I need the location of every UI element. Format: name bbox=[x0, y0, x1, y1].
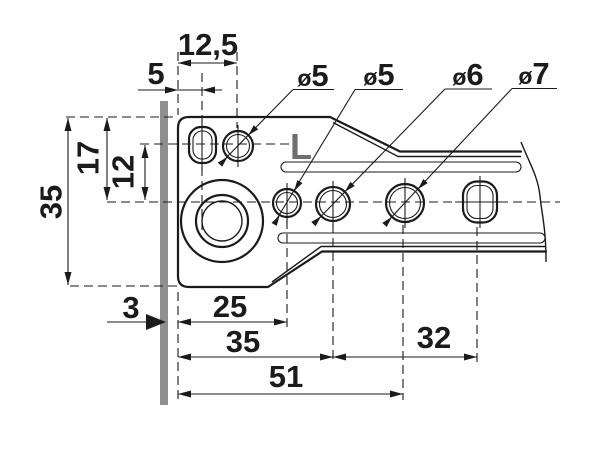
fold-line-bottom bbox=[271, 245, 546, 283]
lower-rail-slot bbox=[277, 232, 546, 244]
dim-51-label: 51 bbox=[269, 359, 303, 394]
mounting-hole-inner bbox=[201, 200, 243, 242]
dim-25-label: 25 bbox=[213, 289, 247, 324]
dim-3-label: 3 bbox=[122, 290, 139, 325]
part-marking-label: L bbox=[290, 126, 312, 167]
cabinet-panel-bar bbox=[160, 101, 168, 405]
dim-51: 51 bbox=[178, 359, 403, 398]
dim-3: 3 bbox=[107, 290, 166, 330]
leader-d5-top: ø5 bbox=[217, 58, 334, 167]
fold-line-top bbox=[332, 121, 521, 158]
dim-5: 5 bbox=[138, 56, 222, 94]
leader-d5: ø5 bbox=[271, 57, 403, 226]
upper-rail-slot bbox=[280, 161, 522, 173]
dim-32-label: 32 bbox=[417, 320, 451, 355]
dim-32: 32 bbox=[333, 320, 477, 361]
mounting-hole-outer bbox=[194, 193, 250, 249]
leader-d7: ø7 bbox=[382, 56, 557, 227]
bracket-outline-bottom bbox=[176, 250, 548, 289]
hole-label-d7: ø7 bbox=[518, 56, 549, 91]
dim-35-bottom-label: 35 bbox=[226, 324, 260, 359]
dim-17-label: 17 bbox=[71, 141, 106, 175]
center-lines bbox=[66, 52, 560, 402]
hole-label-d5-top: ø5 bbox=[297, 58, 328, 93]
hole-label-d5: ø5 bbox=[363, 57, 394, 92]
leader-d6: ø6 bbox=[311, 57, 492, 227]
bracket-outline-top bbox=[176, 115, 523, 278]
dim-5-label: 5 bbox=[147, 56, 164, 91]
dim-12-label: 12 bbox=[106, 155, 141, 189]
dim-12-5: 12,5 bbox=[178, 27, 238, 67]
dim-12-5-label: 12,5 bbox=[178, 27, 238, 62]
dim-35-left-label: 35 bbox=[34, 185, 69, 219]
dim-12: 12 bbox=[106, 145, 149, 200]
dim-35-left: 35 bbox=[34, 118, 72, 285]
dim-25: 25 bbox=[178, 289, 287, 326]
mounting-hole bbox=[179, 178, 265, 264]
dim-17: 17 bbox=[71, 118, 111, 200]
hole-center-ticks bbox=[201, 120, 505, 228]
hole-label-d6: ø6 bbox=[452, 57, 483, 92]
dim-35-bottom: 35 bbox=[178, 324, 333, 361]
